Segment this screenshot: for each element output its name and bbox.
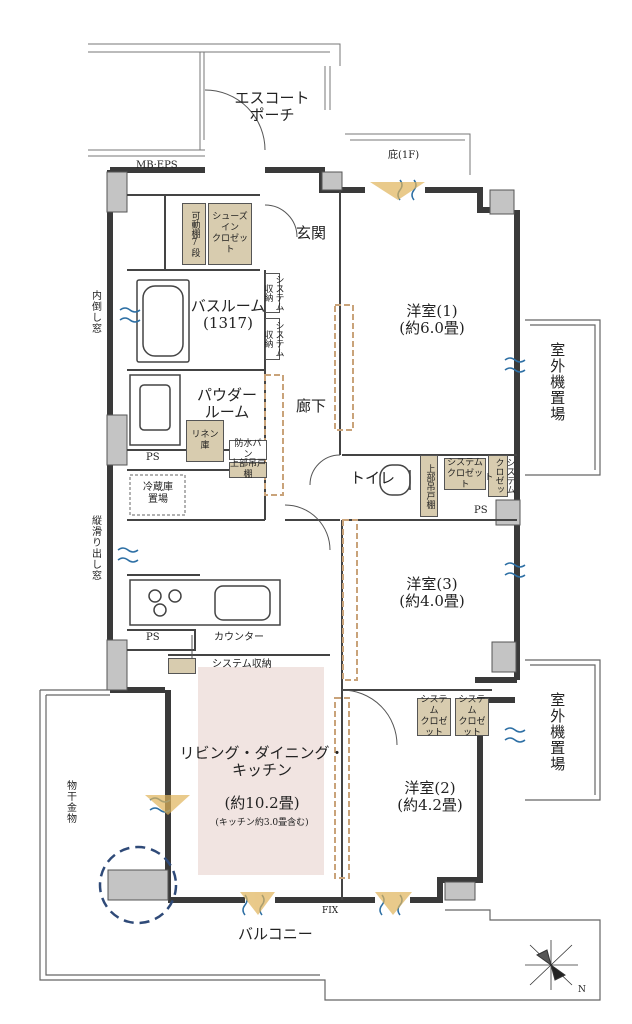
- ldk-note-label: (キッチン約3.0畳含む): [215, 818, 309, 828]
- counter-label: カウンター: [214, 632, 264, 643]
- ps-3-label: PS: [146, 632, 160, 643]
- ldk-highlight: [198, 667, 324, 875]
- system-storage-1-label: システム収納: [262, 275, 284, 311]
- wall-fills: [106, 171, 521, 901]
- escort-porch-label: エスコート ポーチ: [234, 89, 310, 125]
- slide-window-label: 縦滑り出し窓: [89, 515, 101, 581]
- system-storage-3-box: [168, 658, 196, 674]
- compass: [525, 940, 578, 990]
- system-closet-2-label: システム クロゼット: [482, 458, 515, 494]
- outdoor-unit-1-label: 室外機置場: [548, 342, 567, 422]
- upper-hanging-shelf: 上部吊戸棚: [420, 455, 438, 517]
- ps-2-label: PS: [474, 505, 488, 516]
- system-storage-2-label: システム収納: [262, 321, 284, 357]
- waterproof-pan-label: 防水パン: [234, 439, 262, 460]
- toilet-fixture: [379, 464, 411, 496]
- balcony-outline: [39, 689, 601, 1001]
- shoes-in-closet: シューズ イン クロゼット: [208, 203, 252, 265]
- system-closet-1: システム クロゼット: [444, 458, 486, 490]
- western-room-3-label: 洋室(3) (約4.0畳): [399, 575, 465, 611]
- mb-eps-label: MB·EPS: [136, 160, 178, 171]
- system-closet-3-label: システム クロゼット: [420, 695, 448, 738]
- north-mark-label: N: [578, 985, 586, 995]
- linen-storage: リネン 庫: [186, 420, 224, 462]
- hallway-label: 廊下: [296, 397, 327, 415]
- upper-cabinet: 上部吊戸棚: [229, 459, 267, 480]
- system-storage-1: システム収納: [263, 273, 284, 313]
- highlight-circle: [98, 845, 178, 925]
- system-storage-2: システム収納: [263, 318, 284, 360]
- fridge-space-box: [129, 474, 186, 516]
- western-room-1-label: 洋室(1) (約6.0畳): [399, 302, 465, 338]
- fridge-space-label: 冷蔵庫 置場: [143, 482, 173, 505]
- upper-cabinet-label: 上部吊戸棚: [230, 459, 267, 480]
- system-closet-1-label: システム クロゼット: [446, 457, 483, 490]
- ldk-name-label: リビング・ダイニング・ キッチン: [179, 744, 345, 780]
- ldk-size-label: (約10.2畳): [224, 794, 300, 812]
- linen-storage-label: リネン 庫: [191, 430, 219, 451]
- system-closet-4-label: システム クロゼット: [458, 695, 486, 738]
- system-storage-3-label: システム収納: [212, 659, 272, 670]
- sunlight-marks: [145, 182, 425, 915]
- upper-hanging-shelf-label: 上部吊戸棚: [424, 463, 435, 509]
- balcony-label: バルコニー: [238, 925, 313, 943]
- system-closet-2: システム クロゼット: [483, 455, 515, 497]
- ps-1-label: PS: [146, 452, 160, 463]
- toilet-label: トイレ: [350, 469, 396, 487]
- bathtub: [136, 279, 190, 363]
- system-closet-4: システム クロゼット: [455, 695, 489, 738]
- dashed-storage: [264, 304, 358, 879]
- porch-outline: [88, 43, 471, 175]
- system-closet-3: システム クロゼット: [417, 695, 451, 738]
- inner-window-label: 内倒し窓: [89, 290, 101, 334]
- drying-hardware-label: 物干金物: [64, 780, 76, 824]
- powder-room-label: パウダー ルーム: [196, 386, 258, 422]
- outdoor-unit-2-label: 室外機置場: [548, 692, 567, 772]
- waterproof-pan: 防水パン: [229, 439, 267, 460]
- western-room-2-label: 洋室(2) (約4.2畳): [397, 779, 463, 815]
- fix-label: FIX: [322, 906, 339, 916]
- movable-shelf-label: 可動棚7段: [189, 211, 200, 257]
- eave-label: 庇(1F): [388, 150, 420, 161]
- entrance-label: 玄関: [296, 224, 327, 242]
- kitchen: [129, 579, 281, 626]
- door-swings: [191, 89, 398, 746]
- outdoor-unit-frames: [525, 319, 601, 801]
- movable-shelf: 可動棚7段: [182, 203, 206, 265]
- shoes-in-closet-label: シューズ イン クロゼット: [211, 212, 248, 255]
- sink: [129, 374, 181, 446]
- bathroom-label: バスルーム (1317): [190, 297, 266, 333]
